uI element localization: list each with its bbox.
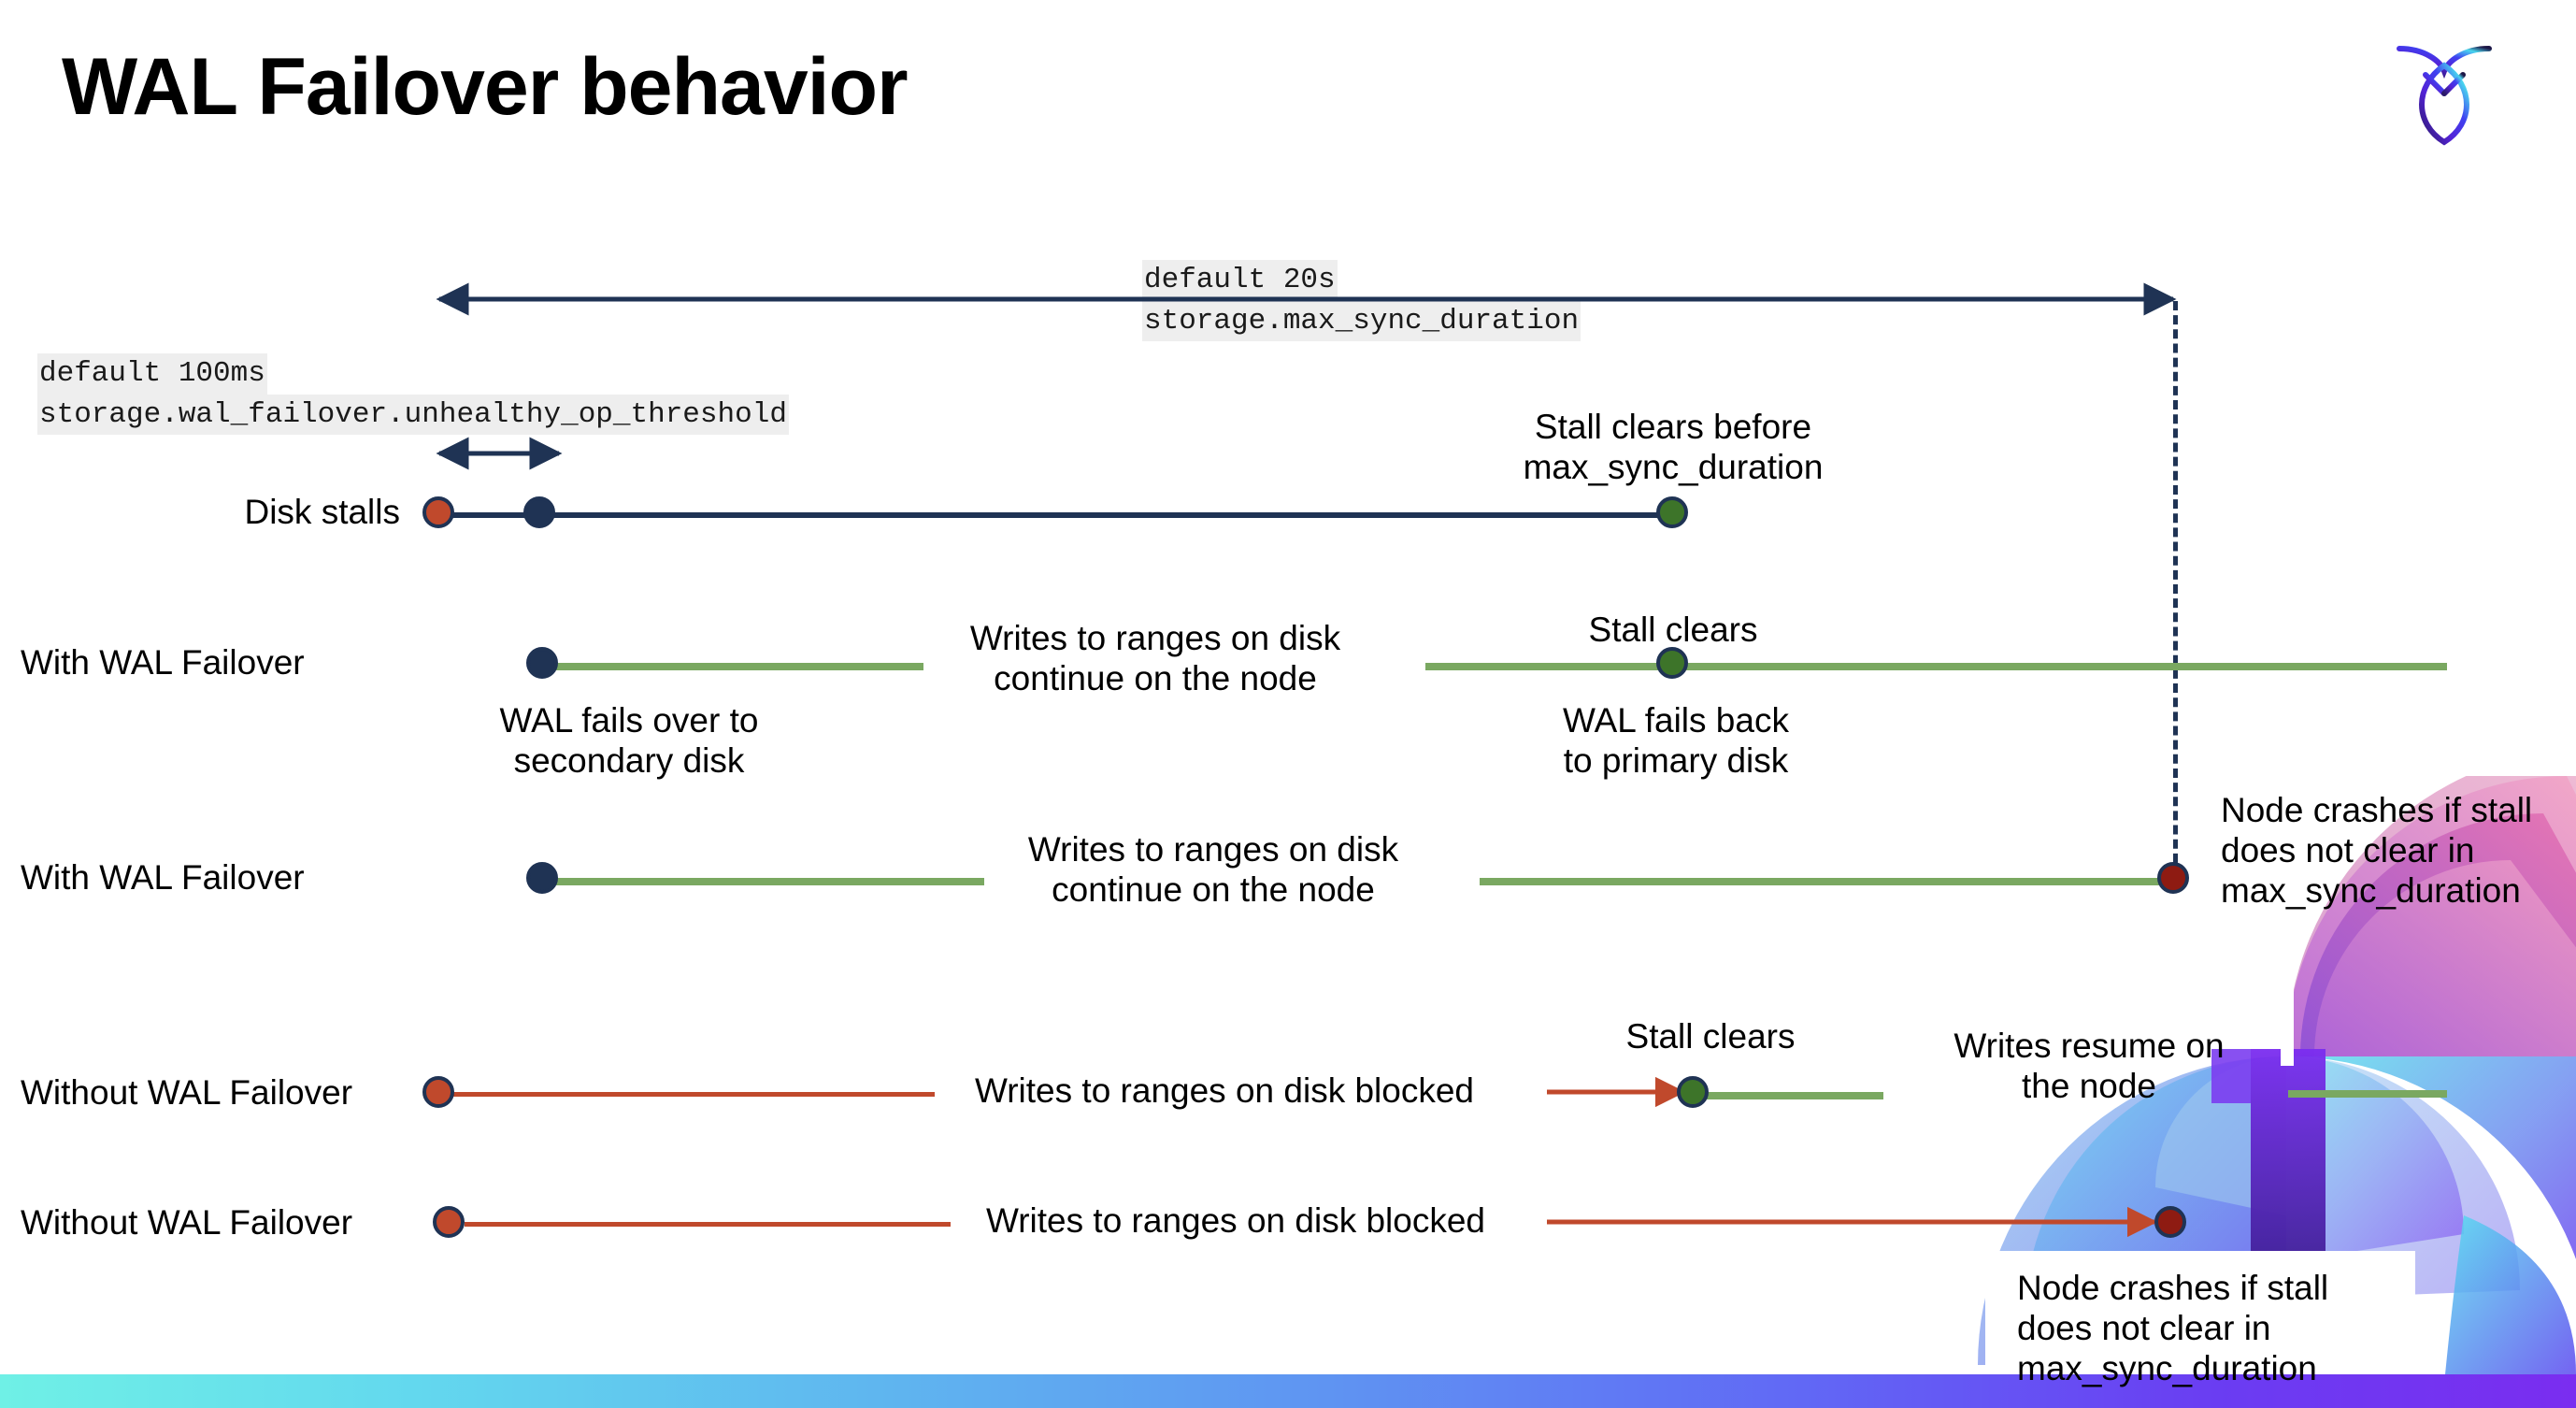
cockroachdb-logo-icon <box>2388 28 2500 150</box>
row3-green-segment-right <box>1480 878 2176 885</box>
max-sync-duration-setting-label: default 20s storage.max_sync_duration <box>1142 260 1581 342</box>
row3-green-segment-left <box>540 878 984 885</box>
unhealthy-op-default-text: default 100ms <box>37 353 267 395</box>
caption-white-mask-left <box>2281 954 2294 1066</box>
unhealthy-op-setting-text: storage.wal_failover.unhealthy_op_thresh… <box>37 394 789 436</box>
row5-red-segment-left <box>465 1222 951 1227</box>
annotation-row4-writes-resume: Writes resume on the node <box>1953 1027 2225 1105</box>
annotation-row2-stall-clears: Stall clears <box>1588 611 1758 649</box>
annotation-stall-clears-before-max-sync: Stall clears before max_sync_duration <box>1523 408 1824 486</box>
annotation-row4-stall-clears: Stall clears <box>1625 1017 1796 1056</box>
annotation-row5-node-crashes: Node crashes if stall does not clear in … <box>2017 1269 2329 1387</box>
row2-green-segment-right <box>1425 663 2447 670</box>
row-label-with-wal-failover-2: With WAL Failover <box>21 858 305 897</box>
annotation-row5-writes-blocked: Writes to ranges on disk blocked <box>985 1201 1486 1240</box>
annotation-row2-writes-continue: Writes to ranges on disk continue on the… <box>969 619 1341 697</box>
row2-failover-dot <box>526 647 558 679</box>
disk-stalls-timeline <box>439 512 1673 518</box>
annotation-row3-writes-continue: Writes to ranges on disk continue on the… <box>1027 830 1399 909</box>
row4-red-segment-left <box>453 1092 935 1097</box>
disk-stalls-clear-dot <box>1656 496 1688 528</box>
row3-crash-dot <box>2157 862 2189 894</box>
row4-green-segment-right <box>1701 1092 1883 1099</box>
max-sync-default-text: default 20s <box>1142 260 1338 301</box>
row-label-without-wal-failover-2: Without WAL Failover <box>21 1203 353 1242</box>
annotation-row3-node-crashes: Node crashes if stall does not clear in … <box>2221 791 2533 910</box>
unhealthy-op-threshold-setting-label: default 100ms storage.wal_failover.unhea… <box>37 353 789 436</box>
disk-stalls-failover-dot <box>523 496 555 528</box>
row-label-without-wal-failover-1: Without WAL Failover <box>21 1073 353 1112</box>
disk-stalls-start-dot <box>422 496 454 528</box>
row4-green-segment-far-right <box>2288 1090 2447 1098</box>
row-label-with-wal-failover-1: With WAL Failover <box>21 643 305 682</box>
row4-stall-start-dot <box>422 1076 454 1108</box>
row5-stall-start-dot <box>433 1206 465 1238</box>
row2-green-segment-left <box>540 663 923 670</box>
page-title: WAL Failover behavior <box>62 42 909 132</box>
annotation-wal-fails-over: WAL fails over to secondary disk <box>499 701 759 780</box>
max-sync-setting-text: storage.max_sync_duration <box>1142 300 1581 342</box>
row3-failover-dot <box>526 862 558 894</box>
row-label-disk-stalls: Disk stalls <box>244 493 400 531</box>
caption-white-mask-bottom <box>1985 1251 2415 1382</box>
annotation-wal-fails-back: WAL fails back to primary disk <box>1563 701 1789 780</box>
bottom-gradient-bar <box>0 1374 2576 1408</box>
row2-stall-clear-dot <box>1656 647 1688 679</box>
row4-stall-clear-dot <box>1677 1076 1709 1108</box>
row5-crash-dot <box>2154 1206 2186 1238</box>
max-sync-duration-dropline <box>2173 301 2178 877</box>
annotation-row4-writes-blocked: Writes to ranges on disk blocked <box>974 1071 1475 1110</box>
